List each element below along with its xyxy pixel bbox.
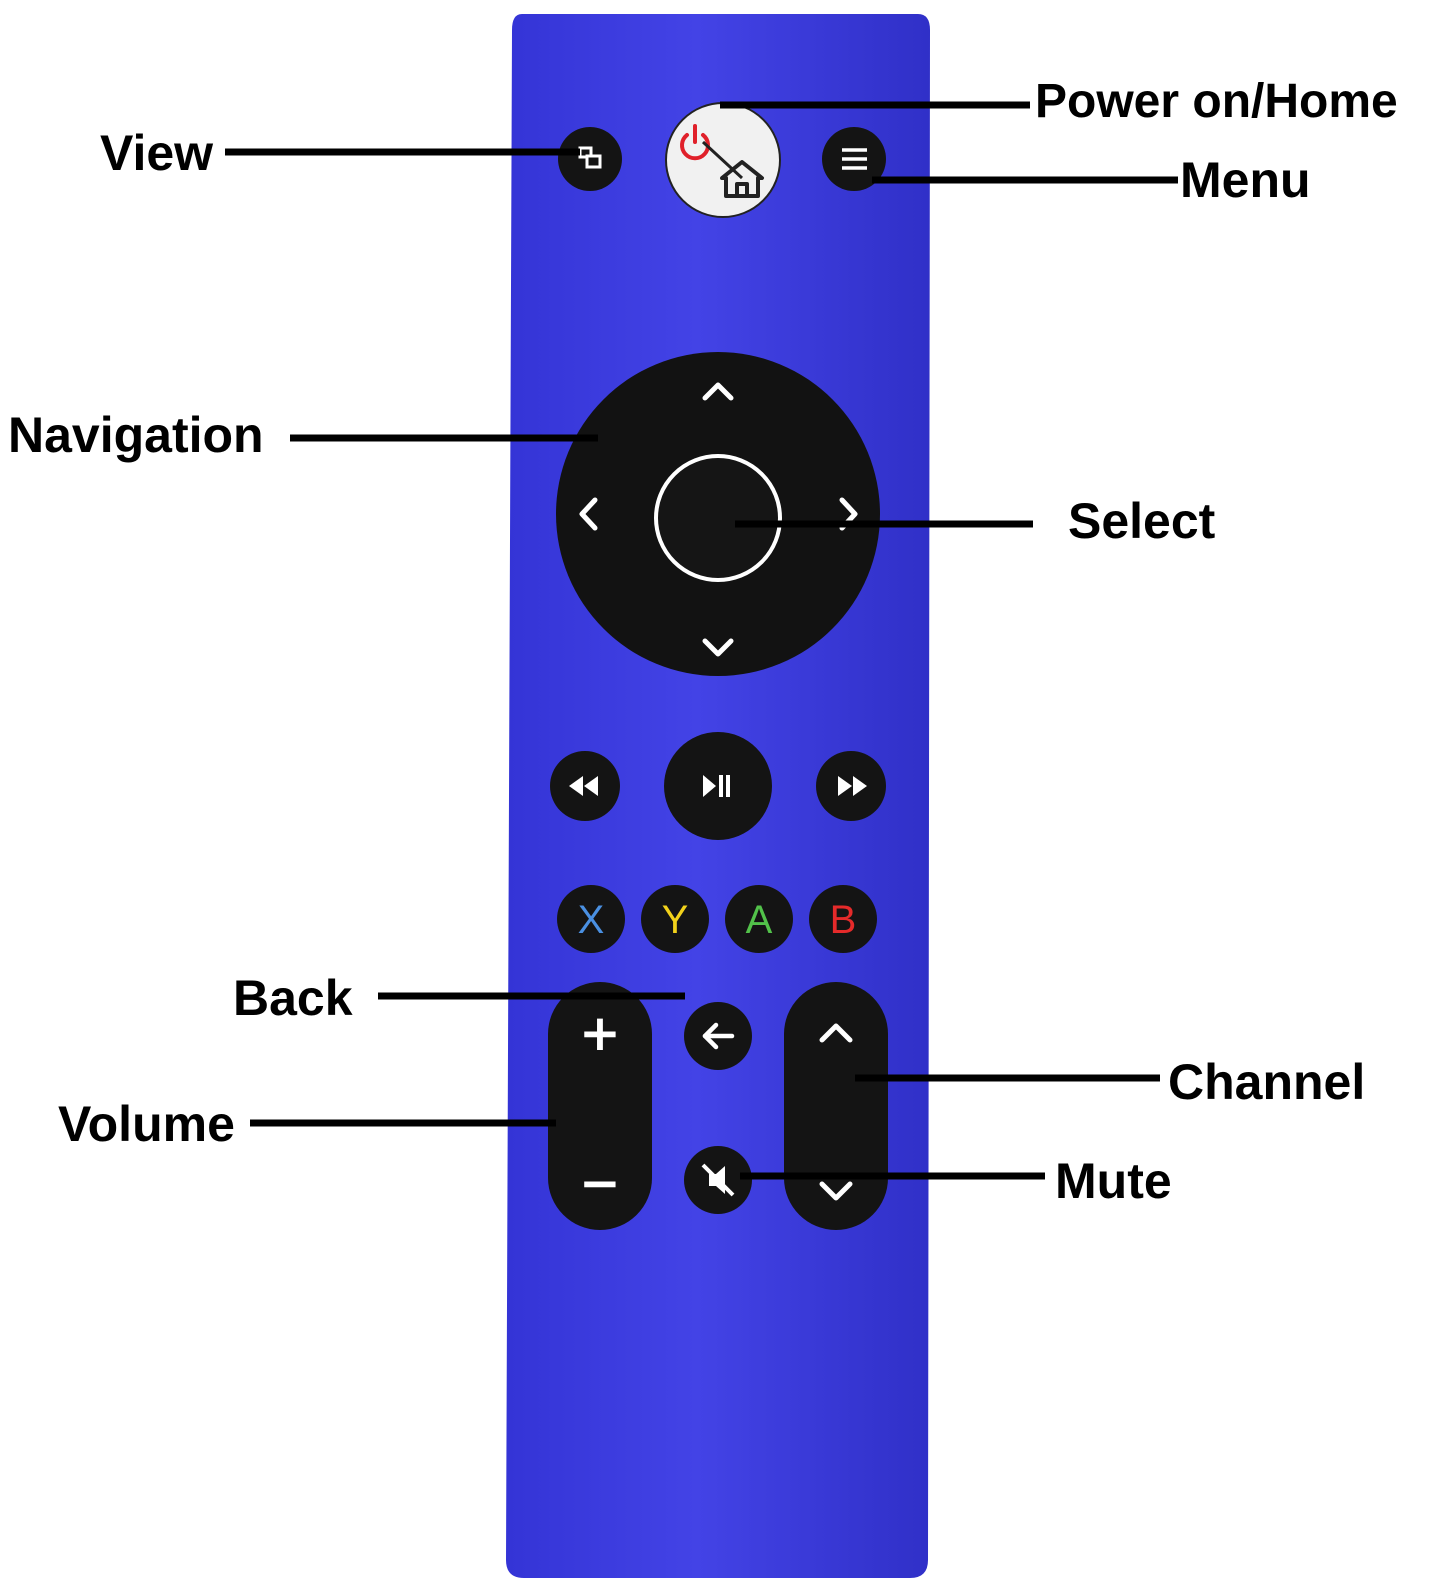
label-select: Select bbox=[1068, 493, 1216, 549]
a-button[interactable]: A bbox=[725, 885, 793, 953]
label-channel: Channel bbox=[1168, 1054, 1366, 1110]
leader-lines bbox=[225, 101, 1178, 1180]
home-icon bbox=[720, 160, 764, 198]
arrow-down-icon bbox=[702, 638, 734, 657]
menu-button[interactable] bbox=[822, 127, 886, 191]
x-button[interactable]: X bbox=[557, 885, 625, 953]
rewind-button[interactable] bbox=[550, 751, 620, 821]
back-button[interactable] bbox=[684, 1002, 752, 1070]
power-icon bbox=[680, 124, 710, 161]
label-menu: Menu bbox=[1180, 152, 1311, 208]
menu-icon bbox=[842, 148, 867, 170]
b-button[interactable]: B bbox=[809, 885, 877, 953]
volume-rocker[interactable]: + − bbox=[548, 982, 652, 1230]
arrow-up-icon bbox=[702, 382, 734, 401]
power-home-button[interactable] bbox=[665, 102, 781, 218]
view-button[interactable] bbox=[558, 127, 622, 191]
volume-down-label: − bbox=[579, 1154, 621, 1212]
chevron-down-icon bbox=[819, 1181, 853, 1201]
mute-icon bbox=[701, 1163, 735, 1197]
chevron-up-icon bbox=[819, 1023, 853, 1043]
channel-rocker[interactable] bbox=[784, 982, 888, 1230]
y-button-label: Y bbox=[662, 898, 689, 942]
volume-up-label: + bbox=[579, 1004, 621, 1062]
label-back: Back bbox=[233, 970, 353, 1026]
rewind-icon bbox=[569, 776, 598, 796]
fast-forward-button[interactable] bbox=[816, 751, 886, 821]
x-button-label: X bbox=[578, 898, 605, 942]
label-power-home: Power on/Home bbox=[1035, 75, 1398, 128]
y-button[interactable]: Y bbox=[641, 885, 709, 953]
b-button-label: B bbox=[830, 898, 857, 942]
label-volume: Volume bbox=[58, 1096, 235, 1152]
back-arrow-icon bbox=[702, 1022, 735, 1050]
arrow-left-icon bbox=[579, 497, 598, 531]
mute-button[interactable] bbox=[684, 1146, 752, 1214]
label-navigation: Navigation bbox=[8, 407, 264, 463]
fast-forward-icon bbox=[838, 776, 867, 796]
select-button[interactable] bbox=[654, 454, 782, 582]
play-pause-icon bbox=[703, 775, 730, 797]
a-button-label: A bbox=[746, 898, 773, 942]
label-view: View bbox=[100, 125, 214, 181]
label-mute: Mute bbox=[1055, 1153, 1172, 1209]
play-pause-button[interactable] bbox=[664, 732, 772, 840]
